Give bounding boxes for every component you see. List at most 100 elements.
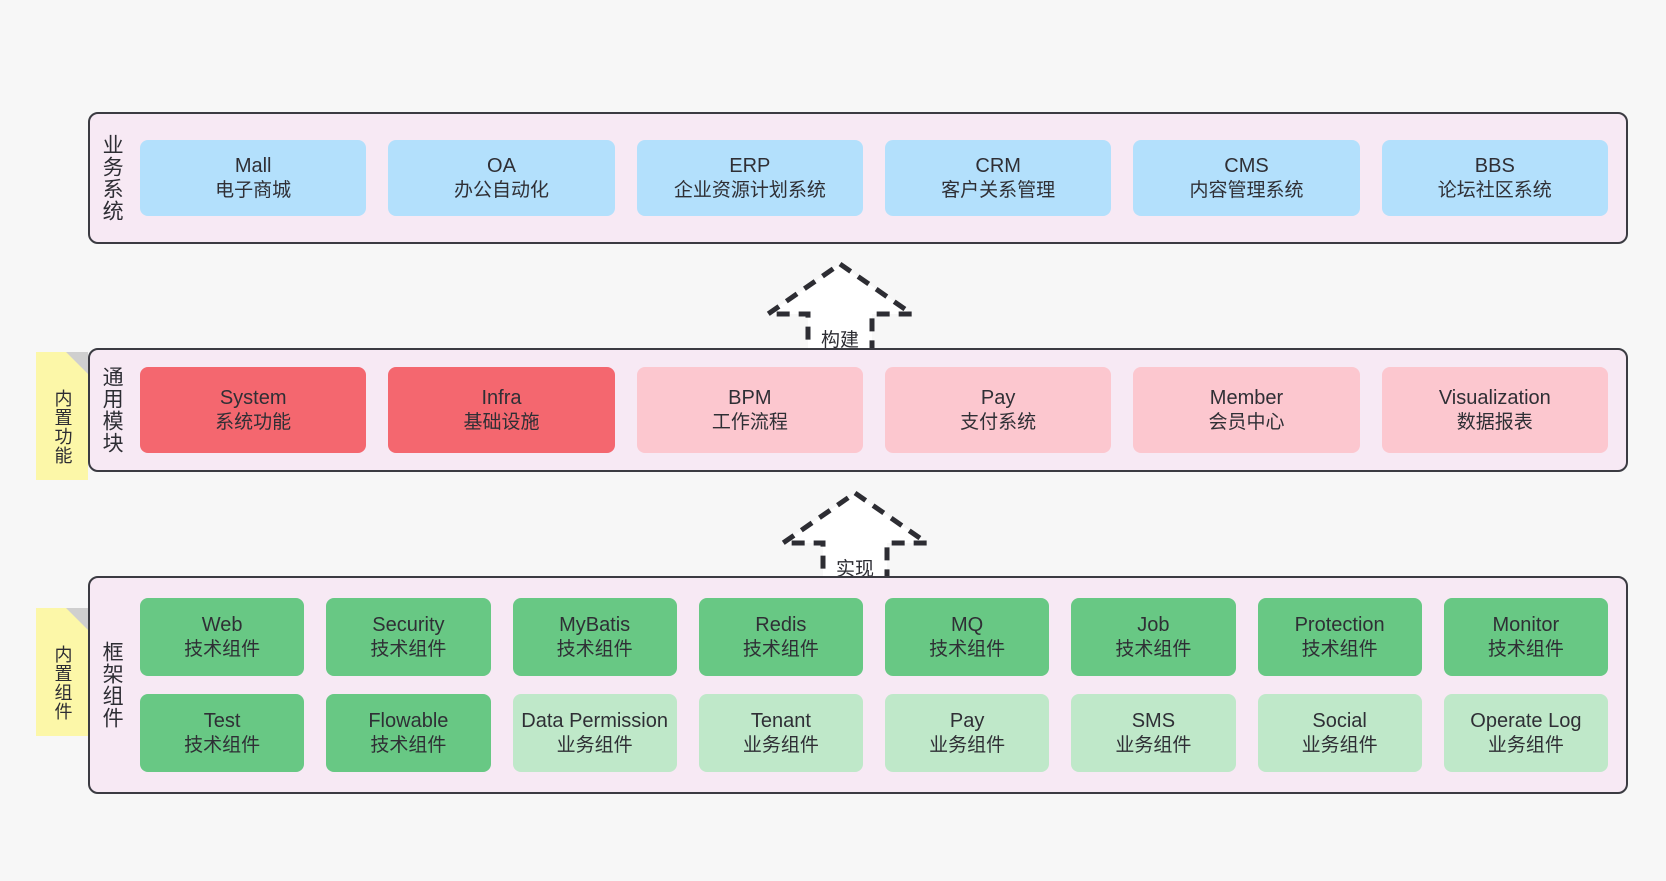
- card-oa[interactable]: OA 办公自动化: [388, 140, 615, 216]
- note-fold-icon: [66, 608, 88, 630]
- card-title-en: Job: [1137, 613, 1170, 636]
- card-title-cn: 技术组件: [370, 734, 447, 756]
- card-title-cn: 技术组件: [929, 638, 1006, 660]
- arrow-label: 构建: [820, 330, 859, 351]
- card-title-en: Redis: [755, 613, 807, 636]
- card-title-en: BPM: [728, 386, 772, 409]
- layer-title-business: 业务系统: [100, 134, 124, 222]
- card-member[interactable]: Member 会员中心: [1133, 367, 1360, 453]
- card-title-en: CRM: [975, 154, 1021, 177]
- card-title-en: Security: [372, 613, 445, 636]
- card-job[interactable]: Job 技术组件: [1071, 598, 1236, 676]
- card-system[interactable]: System 系统功能: [140, 367, 367, 453]
- card-title-cn: 会员中心: [1208, 411, 1285, 433]
- card-crm[interactable]: CRM 客户关系管理: [884, 140, 1112, 216]
- card-title-en: Monitor: [1492, 613, 1560, 636]
- card-row: Web 技术组件 Security 技术组件 MyBatis 技术组件 Redi…: [140, 598, 1608, 676]
- card-security[interactable]: Security 技术组件: [326, 598, 491, 676]
- card-web[interactable]: Web 技术组件: [140, 598, 305, 676]
- layer-body-framework: Web 技术组件 Security 技术组件 MyBatis 技术组件 Redi…: [132, 578, 1626, 792]
- card-operate-log[interactable]: Operate Log 业务组件: [1443, 694, 1608, 772]
- card-pay-module[interactable]: Pay 支付系统: [884, 367, 1112, 453]
- layer-body-business: Mall 电子商城 OA 办公自动化 ERP 企业资源计划系统 CRM 客户关系…: [132, 114, 1626, 242]
- note-label: 内置功能: [52, 389, 73, 465]
- card-bbs[interactable]: BBS 论坛社区系统: [1381, 140, 1608, 216]
- card-title-en: Mall: [234, 154, 272, 177]
- card-title-en: SMS: [1131, 709, 1176, 732]
- card-title-en: CMS: [1224, 154, 1269, 177]
- card-title-en: Visualization: [1438, 386, 1551, 409]
- arrow-up-icon: [775, 489, 935, 584]
- card-title-en: BBS: [1474, 154, 1515, 177]
- card-title-en: Infra: [481, 386, 522, 409]
- card-title-cn: 业务组件: [1115, 734, 1192, 756]
- card-infra[interactable]: Infra 基础设施: [388, 367, 615, 453]
- card-row: System 系统功能 Infra 基础设施 BPM 工作流程 Pay 支付系统…: [140, 367, 1608, 453]
- arrow-up-icon: [760, 260, 920, 355]
- card-title-en: Member: [1209, 386, 1284, 409]
- arrow-implement: 实现: [775, 487, 935, 585]
- card-title-en: Social: [1312, 709, 1367, 732]
- layer-body-modules: System 系统功能 Infra 基础设施 BPM 工作流程 Pay 支付系统…: [132, 350, 1626, 470]
- card-title-en: MyBatis: [559, 613, 631, 636]
- card-title-cn: 技术组件: [184, 734, 261, 756]
- card-social[interactable]: Social 业务组件: [1257, 694, 1422, 772]
- card-tenant[interactable]: Tenant 业务组件: [698, 694, 863, 772]
- card-title-cn: 业务组件: [1301, 734, 1378, 756]
- card-title-en: Web: [201, 613, 243, 636]
- card-mall[interactable]: Mall 电子商城: [140, 140, 367, 216]
- card-mq[interactable]: MQ 技术组件: [885, 598, 1050, 676]
- card-monitor[interactable]: Monitor 技术组件: [1443, 598, 1608, 676]
- card-title-cn: 数据报表: [1456, 411, 1533, 433]
- card-title-en: Pay: [980, 386, 1016, 409]
- card-title-cn: 技术组件: [370, 638, 447, 660]
- card-title-cn: 技术组件: [1115, 638, 1192, 660]
- arrow-label: 实现: [835, 559, 874, 580]
- card-row: Test 技术组件 Flowable 技术组件 Data Permission …: [140, 694, 1608, 772]
- card-flowable[interactable]: Flowable 技术组件: [326, 694, 491, 772]
- card-title-en: System: [219, 386, 287, 409]
- card-title-en: Flowable: [368, 709, 449, 732]
- note-label: 内置组件: [52, 645, 73, 721]
- card-title-cn: 技术组件: [184, 638, 261, 660]
- card-title-cn: 办公自动化: [453, 179, 549, 201]
- card-title-cn: 企业资源计划系统: [673, 179, 826, 201]
- card-title-en: Test: [203, 709, 241, 732]
- card-title-en: Protection: [1294, 613, 1385, 636]
- card-title-cn: 技术组件: [556, 638, 633, 660]
- card-title-cn: 论坛社区系统: [1437, 179, 1552, 201]
- card-mybatis[interactable]: MyBatis 技术组件: [512, 598, 677, 676]
- card-title-cn: 基础设施: [463, 411, 540, 433]
- card-bpm[interactable]: BPM 工作流程: [636, 367, 863, 453]
- card-data-permission[interactable]: Data Permission 业务组件: [512, 694, 677, 772]
- card-row: Mall 电子商城 OA 办公自动化 ERP 企业资源计划系统 CRM 客户关系…: [140, 140, 1608, 216]
- card-title-en: Pay: [949, 709, 985, 732]
- card-title-en: MQ: [951, 613, 984, 636]
- card-test[interactable]: Test 技术组件: [140, 694, 305, 772]
- card-visualization[interactable]: Visualization 数据报表: [1381, 367, 1608, 453]
- card-title-en: OA: [487, 154, 516, 177]
- card-pay-component[interactable]: Pay 业务组件: [885, 694, 1050, 772]
- card-title-en: Tenant: [750, 709, 811, 732]
- card-cms[interactable]: CMS 内容管理系统: [1133, 140, 1360, 216]
- card-title-cn: 业务组件: [929, 734, 1006, 756]
- note-builtin-component: 内置组件: [36, 608, 88, 736]
- card-title-cn: 系统功能: [215, 411, 292, 433]
- card-title-cn: 技术组件: [742, 638, 819, 660]
- card-title-cn: 内容管理系统: [1189, 179, 1304, 201]
- note-fold-icon: [66, 352, 88, 374]
- card-redis[interactable]: Redis 技术组件: [698, 598, 863, 676]
- card-title-en: Operate Log: [1470, 709, 1582, 732]
- card-title-cn: 支付系统: [960, 411, 1037, 433]
- layer-title-modules: 通用模块: [100, 366, 124, 454]
- card-title-cn: 业务组件: [742, 734, 819, 756]
- card-sms[interactable]: SMS 业务组件: [1071, 694, 1236, 772]
- card-title-cn: 业务组件: [556, 734, 633, 756]
- card-title-en: ERP: [729, 154, 771, 177]
- card-protection[interactable]: Protection 技术组件: [1257, 598, 1422, 676]
- card-erp[interactable]: ERP 企业资源计划系统: [636, 140, 863, 216]
- card-title-cn: 业务组件: [1487, 734, 1564, 756]
- layer-common-modules: 通用模块 System 系统功能 Infra 基础设施 BPM 工作流程 Pay…: [88, 348, 1628, 472]
- note-builtin-function: 内置功能: [36, 352, 88, 480]
